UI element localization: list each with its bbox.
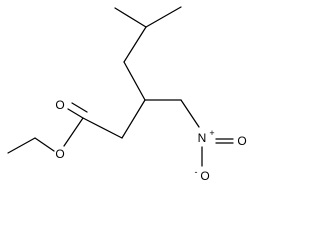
bond-carbonyl-double-a <box>67 108 84 119</box>
nitro-oxygen-double-label: O <box>237 134 246 148</box>
bond-ethyl-ch2-to-ch3 <box>7 137 36 154</box>
bond-carbonyl-double-b <box>71 102 88 113</box>
nitro-oxygen-single-label: O <box>200 169 209 183</box>
nitro-nitrogen-charge: + <box>209 128 214 138</box>
bond-ch2-to-nitrogen <box>180 99 200 128</box>
structure-diagram: O O N + O O - <box>7 6 247 183</box>
nitro-oxygen-charge: - <box>195 167 198 177</box>
bond-methyl-left <box>114 7 147 28</box>
nitro-nitrogen-label: N <box>198 131 207 145</box>
bond-isobutyl-ch2-up <box>123 26 147 63</box>
bond-isobutyl-ch2-down <box>123 61 146 101</box>
bond-ch-to-ch2 <box>121 99 146 139</box>
bond-ester-oxygen-to-ch2 <box>34 137 55 152</box>
carbonyl-oxygen-label: O <box>55 98 64 112</box>
bond-ch2-to-carbonyl <box>82 117 123 139</box>
bond-methyl-right <box>145 6 182 28</box>
ester-oxygen-label: O <box>55 147 64 161</box>
bond-carbonyl-to-ester-oxygen <box>63 117 84 147</box>
